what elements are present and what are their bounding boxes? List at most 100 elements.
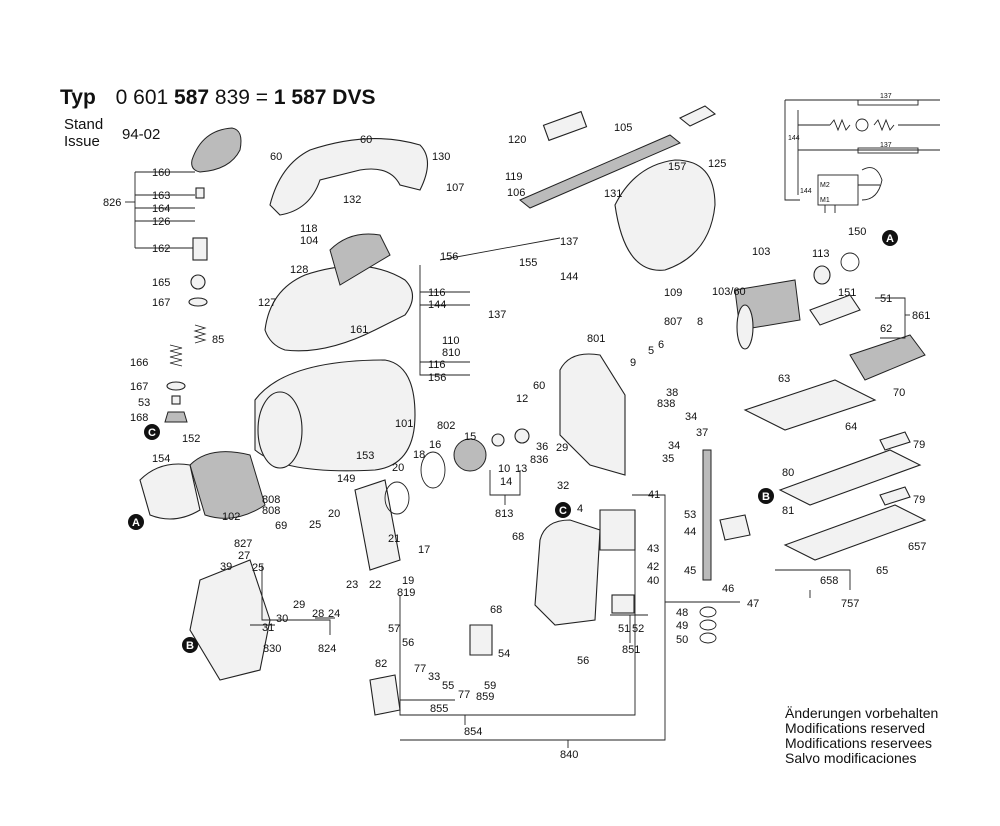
label-33: 33: [428, 671, 440, 683]
label-101: 101: [395, 418, 413, 430]
label-132: 132: [343, 194, 361, 206]
label-154: 154: [152, 453, 170, 465]
fan-154-shape: [139, 463, 201, 520]
label-12: 12: [516, 393, 528, 405]
gear-housing-801-shape: [559, 353, 626, 476]
washer-49-shape: [699, 619, 717, 631]
label-54: 54: [498, 648, 510, 660]
gear-10-shape: [491, 433, 505, 447]
housing-157-shape: [614, 159, 716, 271]
marker-a-top: A: [882, 230, 898, 246]
label-51: 51: [880, 293, 892, 305]
label-53: 53: [138, 397, 150, 409]
label-827: 827: [234, 538, 252, 550]
label-156a: 156: [440, 251, 458, 263]
title-number-c: 839 =: [214, 86, 269, 109]
label-125: 125: [708, 158, 726, 170]
note-en: Modifications reserved: [785, 720, 926, 736]
label-137b: 137: [488, 309, 506, 321]
issue-date: 94-02: [122, 126, 161, 143]
label-830: 830: [263, 643, 281, 655]
note-es: Salvo modificaciones: [785, 750, 917, 766]
label-855: 855: [430, 703, 448, 715]
label-50: 50: [676, 634, 688, 646]
label-24: 24: [328, 608, 340, 620]
label-144a: 144: [428, 299, 446, 311]
label-840: 840: [560, 749, 578, 761]
label-57: 57: [388, 623, 400, 635]
shoe-63-shape: [743, 379, 877, 431]
label-20a: 20: [392, 462, 404, 474]
label-103-60: 103/60: [712, 286, 746, 298]
label-103: 103: [752, 246, 770, 258]
bracket-lines: [250, 237, 910, 748]
label-10: 10: [498, 463, 510, 475]
label-68b: 68: [490, 604, 502, 616]
switch-162-shape: [192, 237, 208, 261]
label-27: 27: [238, 550, 250, 562]
label-838: 838: [657, 398, 675, 410]
washer-167-shape: [188, 297, 208, 307]
label-167a: 167: [152, 297, 170, 309]
label-161: 161: [350, 324, 368, 336]
label-25a: 25: [309, 519, 321, 531]
label-166: 166: [130, 357, 148, 369]
label-36: 36: [536, 441, 548, 453]
screw-163-shape: [195, 187, 205, 199]
label-807: 807: [664, 316, 682, 328]
svg-text:A: A: [886, 233, 894, 245]
label-42: 42: [647, 561, 659, 573]
label-22: 22: [369, 579, 381, 591]
label-105: 105: [614, 122, 632, 134]
label-52: 52: [632, 623, 644, 635]
issue-label: Issue: [64, 133, 100, 150]
knob-160-shape: [191, 127, 242, 173]
label-156b: 156: [428, 372, 446, 384]
label-163: 163: [152, 190, 170, 202]
label-116a: 116: [428, 287, 446, 299]
bracket-54-shape: [469, 624, 493, 656]
gear-15-shape: [453, 438, 487, 472]
label-116b: 116: [428, 359, 446, 371]
note-fr: Modifications reservees: [785, 735, 933, 751]
label-69: 69: [275, 520, 287, 532]
cap-168-shape: [164, 411, 188, 423]
svg-text:B: B: [186, 640, 194, 652]
pad-79a-shape: [879, 431, 911, 451]
label-854: 854: [464, 726, 482, 738]
label-6: 6: [658, 339, 664, 351]
label-46: 46: [722, 583, 734, 595]
diagram-title: Typ 0 601 587 839 = 1 587 DVS: [60, 86, 375, 110]
label-801: 801: [587, 333, 605, 345]
label-8: 8: [697, 316, 703, 328]
label-19: 19: [402, 575, 414, 587]
label-157: 157: [668, 161, 686, 173]
title-number-a: 0 601: [115, 86, 169, 109]
label-126: 126: [152, 216, 170, 228]
label-47: 47: [747, 598, 759, 610]
label-45: 45: [684, 565, 696, 577]
label-104: 104: [300, 235, 318, 247]
title-number-d: 1 587 DVS: [273, 86, 376, 109]
label-17: 17: [418, 544, 430, 556]
label-802: 802: [437, 420, 455, 432]
wire-137b-label: 137: [880, 142, 892, 149]
label-657: 657: [908, 541, 926, 553]
plate-39-shape: [189, 559, 271, 681]
bracket-826: [125, 171, 195, 249]
stand-issue-label: Stand Issue: [64, 116, 103, 150]
label-65: 65: [876, 565, 888, 577]
title-typ: Typ: [60, 86, 96, 109]
label-77b: 77: [458, 689, 470, 701]
label-34a: 34: [685, 411, 697, 423]
part-52-shape: [611, 594, 635, 614]
stand-label: Stand: [64, 116, 104, 133]
label-130: 130: [432, 151, 450, 163]
plug-shape: [678, 105, 717, 127]
label-44: 44: [684, 526, 696, 538]
label-13: 13: [515, 463, 527, 475]
label-29: 29: [556, 442, 568, 454]
label-48: 48: [676, 607, 688, 619]
label-28: 28: [312, 608, 324, 620]
label-106: 106: [507, 187, 525, 199]
